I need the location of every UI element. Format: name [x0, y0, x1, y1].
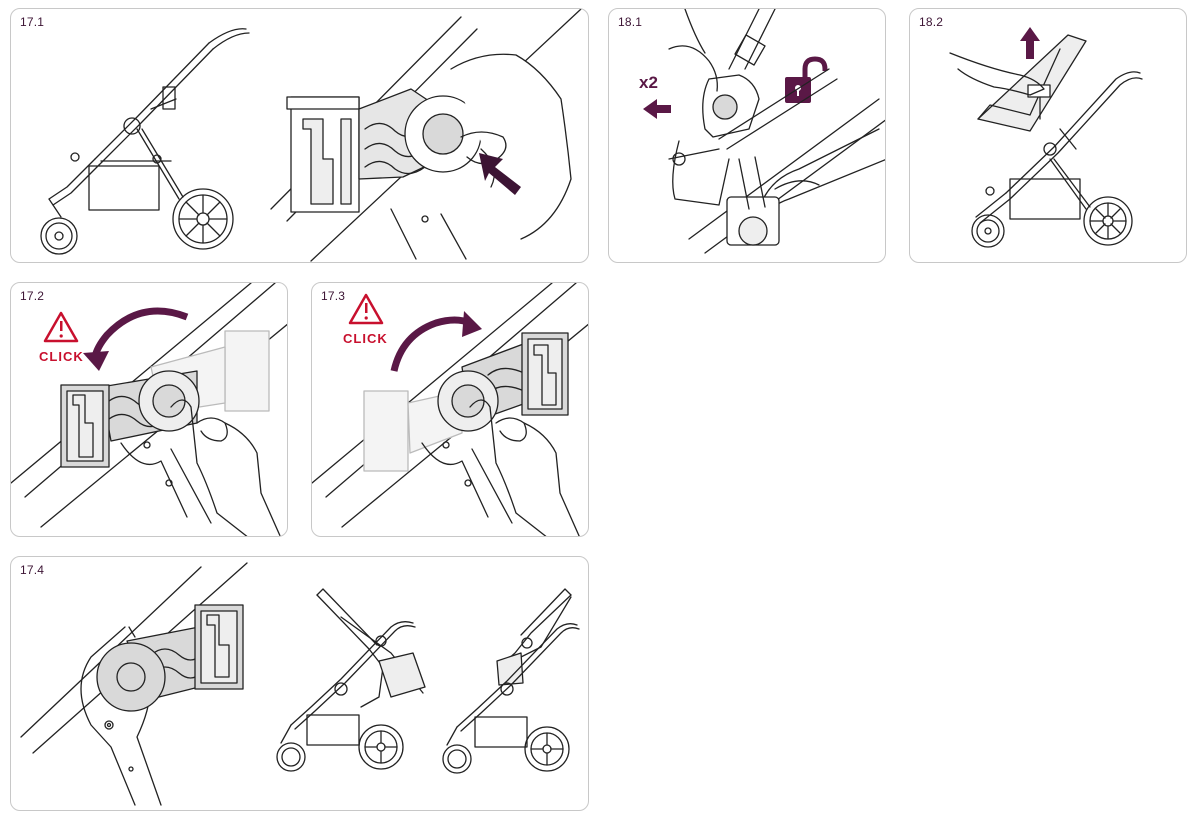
stroller-recline-2: [442, 588, 580, 774]
click-label: CLICK: [343, 331, 388, 346]
step-label: 17.2: [20, 289, 45, 303]
warning-icon: [348, 293, 384, 325]
rear-wheel: [172, 188, 234, 250]
panel-18-2: 18.2: [909, 8, 1187, 263]
rotate-anticlockwise-icon: [83, 307, 189, 371]
step-label: 17.3: [321, 289, 346, 303]
stroller-recline-1: [276, 588, 426, 772]
warning-icon: [43, 311, 79, 343]
step-label: 17.1: [20, 15, 45, 29]
lock-clockwise-illustration: [312, 283, 588, 536]
repeat-count-label: x2: [639, 73, 658, 92]
front-wheel: [40, 217, 78, 255]
joint-closeup: [270, 9, 582, 262]
step-label: 18.2: [919, 15, 944, 29]
seat-lift-illustration: [949, 27, 1143, 248]
click-label: CLICK: [39, 349, 84, 364]
unlock-icon: [785, 56, 828, 103]
press-arrow: [479, 153, 521, 195]
arrow-left-icon: [643, 99, 671, 119]
lock-anticlockwise-illustration: [11, 283, 287, 536]
arrow-up-icon: [1020, 27, 1040, 59]
rotate-clockwise-icon: [390, 311, 482, 372]
panel-17-4: 17.4: [10, 556, 589, 811]
panel-17-2: 17.2 CLICK: [10, 282, 288, 537]
stroller-fold-illustration: [40, 9, 582, 262]
step-label: 17.4: [20, 563, 45, 577]
panel-18-1: 18.1 x2: [608, 8, 886, 263]
joint-closeup-locked: [20, 562, 248, 806]
locked-positions-illustration: [20, 562, 580, 806]
stroller-frame-side: [48, 28, 250, 218]
seat-release-illustration: [643, 9, 885, 254]
panel-17-3: 17.3 CLICK: [311, 282, 589, 537]
panel-17-1: 17.1: [10, 8, 589, 263]
step-label: 18.1: [618, 15, 643, 29]
